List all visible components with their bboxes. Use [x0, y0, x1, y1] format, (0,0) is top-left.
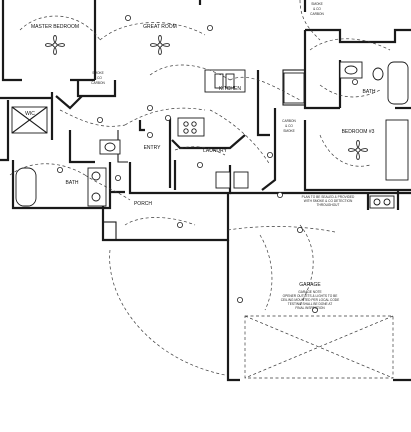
note-smoke-carbon-left: SMOKE & CO CARBON [91, 71, 105, 85]
note-garage-mid: GARAGE NOTE OPENER OUTLETS & LIGHTS TO B… [281, 290, 340, 310]
room-label-laundry: LAUNDRY [203, 148, 227, 154]
walls [0, 0, 411, 382]
garage-door [244, 315, 394, 379]
ceiling-lights [57, 14, 358, 313]
room-label-bedroom3: BEDROOM #3 [342, 129, 375, 135]
note-garage-top: PLAN TO BE SEALED & PROVIDED WITH SMOKE … [302, 195, 355, 207]
svg-text:SMOKE: SMOKE [92, 71, 104, 75]
svg-text:THROUGHOUT: THROUGHOUT [317, 203, 340, 207]
svg-text:& CO: & CO [313, 7, 321, 11]
room-label-bath-main: BATH [66, 180, 79, 186]
fixtures [11, 61, 409, 209]
ceiling-fans [45, 35, 368, 160]
note-smoke-carbon-top: SMOKE & CO CARBON [310, 2, 324, 16]
room-label-bath-right: BATH [363, 89, 376, 95]
room-label-great-room: GREAT ROOM [143, 24, 177, 30]
svg-text:CEILING MOUNTED PER LOCAL CODE: CEILING MOUNTED PER LOCAL CODE [281, 298, 340, 302]
svg-text:WITH SMOKE & CO DETECTION: WITH SMOKE & CO DETECTION [304, 199, 353, 203]
svg-text:OPENER OUTLETS & LIGHTS TO BE: OPENER OUTLETS & LIGHTS TO BE [283, 294, 338, 298]
svg-text:PLAN TO BE SEALED & PROVIDED: PLAN TO BE SEALED & PROVIDED [302, 195, 355, 199]
room-label-kitchen: KITCHEN [219, 86, 241, 92]
svg-text:CARBON: CARBON [310, 12, 324, 16]
svg-text:SMOKE: SMOKE [283, 129, 295, 133]
svg-text:CARBON: CARBON [282, 119, 296, 123]
svg-text:FINAL INSPECTION: FINAL INSPECTION [295, 306, 325, 310]
svg-text:& CO: & CO [94, 76, 102, 80]
note-smoke-carbon-right: CARBON & CO SMOKE [282, 119, 296, 133]
svg-text:GARAGE NOTE: GARAGE NOTE [298, 290, 321, 294]
room-label-master-bedroom: MASTER BEDROOM [31, 24, 79, 30]
svg-text:CARBON: CARBON [91, 81, 105, 85]
room-label-entry: ENTRY [144, 145, 162, 151]
svg-text:& CO: & CO [285, 124, 293, 128]
svg-text:TESTING SHALL BE DONE AT: TESTING SHALL BE DONE AT [288, 302, 333, 306]
room-label-wic: WIC [25, 111, 35, 117]
svg-text:SMOKE: SMOKE [311, 2, 323, 6]
electrical-circuits [9, 0, 391, 376]
room-label-porch: PORCH [134, 201, 152, 207]
room-label-garage: GARAGE [299, 282, 321, 288]
